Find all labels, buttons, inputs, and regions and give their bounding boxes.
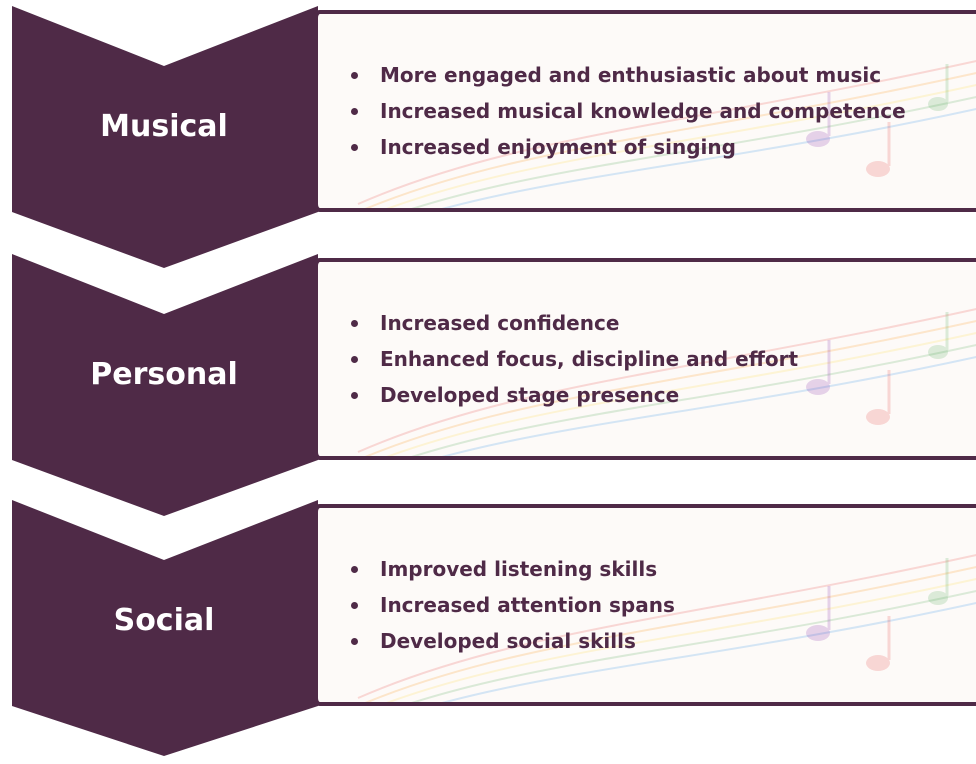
list-item: Increased attention spans — [344, 587, 675, 623]
list-item: Increased confidence — [344, 305, 798, 341]
music-staff-background — [357, 60, 976, 208]
outcome-box-musical: More engaged and enthusiastic about musi… — [312, 10, 976, 212]
list-item: Enhanced focus, discipline and effort — [344, 341, 798, 377]
music-staff-background — [357, 554, 976, 702]
list-item: Improved listening skills — [344, 551, 675, 587]
list-item: More engaged and enthusiastic about musi… — [344, 57, 906, 93]
outcome-box-social: Improved listening skills Increased atte… — [312, 504, 976, 706]
list-item: Developed social skills — [344, 623, 675, 659]
chevron-social — [12, 500, 318, 756]
outcome-list-musical: More engaged and enthusiastic about musi… — [344, 57, 906, 165]
outcome-list-personal: Increased confidence Enhanced focus, dis… — [344, 305, 798, 413]
outcome-box-personal: Increased confidence Enhanced focus, dis… — [312, 258, 976, 460]
chevron-musical — [12, 6, 318, 268]
category-label-social: Social — [113, 603, 215, 638]
list-item: Increased musical knowledge and competen… — [344, 93, 906, 129]
list-item: Increased enjoyment of singing — [344, 129, 906, 165]
category-label-personal: Personal — [90, 357, 238, 392]
chevron-personal — [12, 254, 318, 516]
category-label-musical: Musical — [100, 109, 228, 144]
music-staff-background — [357, 308, 976, 456]
outcome-list-social: Improved listening skills Increased atte… — [344, 551, 675, 659]
list-item: Developed stage presence — [344, 377, 798, 413]
